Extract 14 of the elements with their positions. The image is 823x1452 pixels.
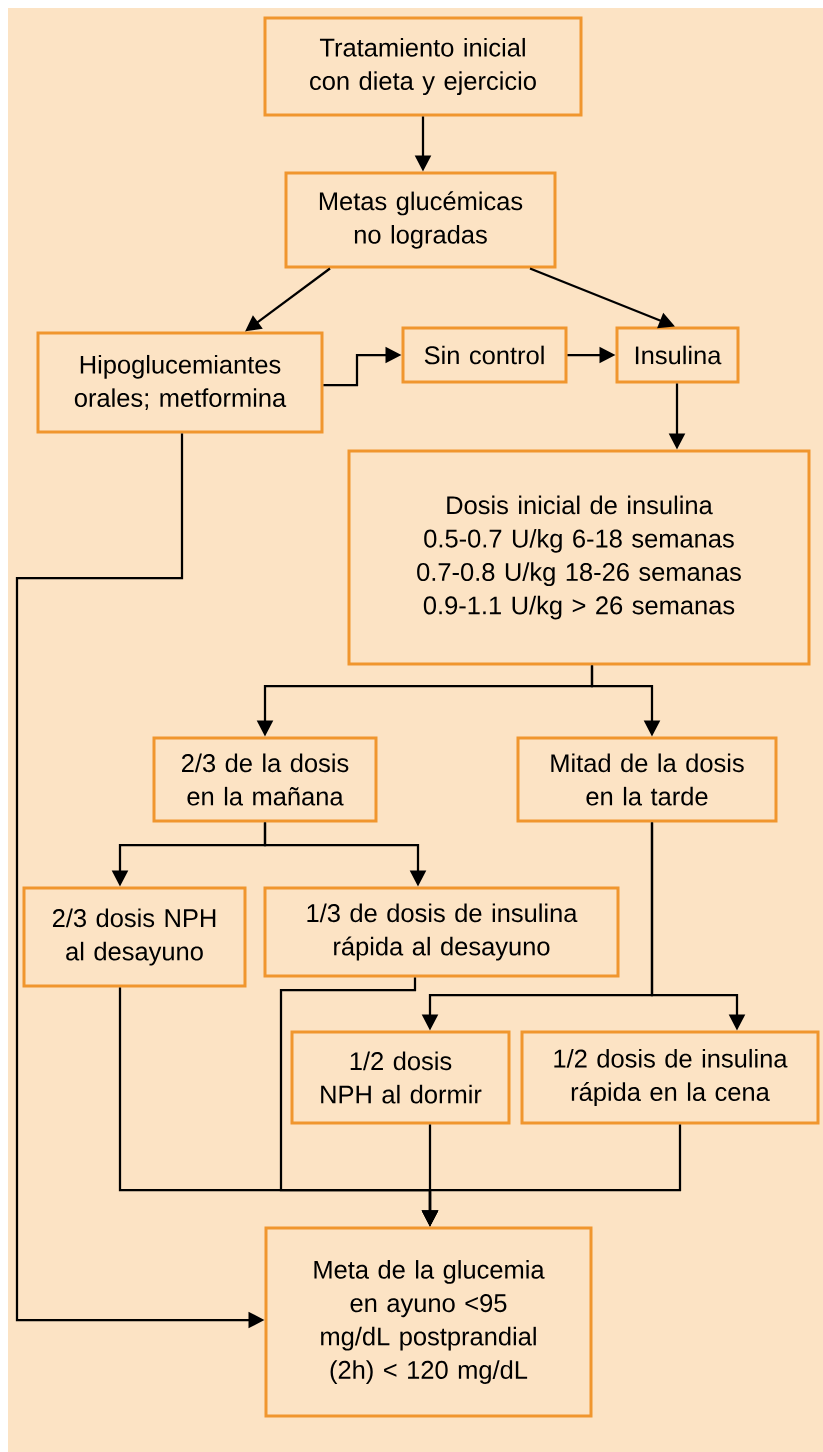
process-box: Tratamiento inicial con dieta y ejercicio	[263, 16, 583, 117]
process-box: 1/3 de dosis de insulina rápida al desayuno	[263, 886, 620, 978]
process-box: Hipoglucemiantes orales; metformina	[36, 331, 324, 434]
process-box: Metas glucémicas no logradas	[284, 171, 557, 269]
process-box: 2/3 dosis NPH al desayuno	[22, 886, 247, 988]
process-box: Dosis inicial de insulina 0.5-0.7 U/kg 6-18 semanas 0.7-0.8 U/kg 18-26 semanas 0.9-1.1 U/kg > 26 semanas	[347, 449, 811, 666]
process-box: 2/3 de la dosis en la mañana	[152, 736, 378, 823]
process-box: Mitad de la dosis en la tarde	[516, 736, 778, 823]
process-box: Insulina	[615, 326, 740, 384]
process-box: 1/2 dosis NPH al dormir	[290, 1030, 511, 1125]
process-box: Meta de la glucemia en ayuno <95 mg/dL postprandial (2h) < 120 mg/dL	[264, 1226, 593, 1418]
arrow	[245, 267, 331, 332]
process-box: 1/2 dosis de insulina rápida en la cena	[520, 1030, 820, 1125]
process-box: Sin control	[401, 326, 568, 384]
